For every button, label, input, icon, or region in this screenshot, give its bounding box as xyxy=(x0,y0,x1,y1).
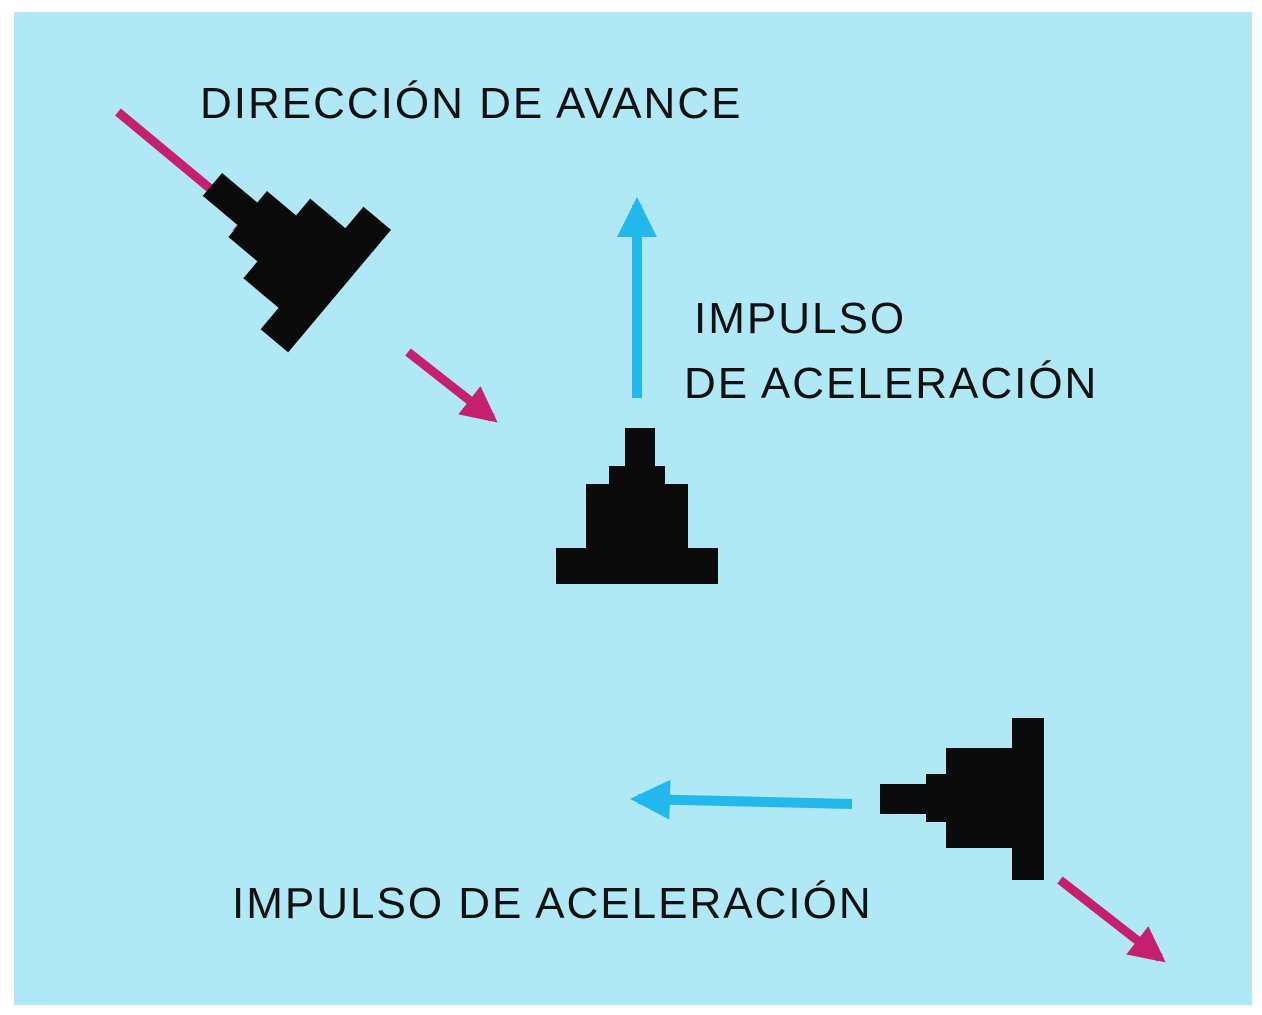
impulse-arrow-left xyxy=(630,779,853,820)
direction-arrow-outgoing xyxy=(405,348,498,423)
spacecraft-icon-top-left xyxy=(202,172,392,353)
direction-label: DIRECCIÓN DE AVANCE xyxy=(200,79,742,128)
impulse-bottom-label: IMPULSO DE ACELERACIÓN xyxy=(232,879,873,928)
impulse-top-label-line1: IMPULSO xyxy=(694,294,906,343)
direction-arrow-exit xyxy=(1057,876,1166,963)
spacecraft-icon-bottom-right xyxy=(880,718,1044,880)
impulse-top-label-line2: DE ACELERACIÓN xyxy=(684,359,1098,408)
spacecraft-icon-center xyxy=(556,428,718,584)
